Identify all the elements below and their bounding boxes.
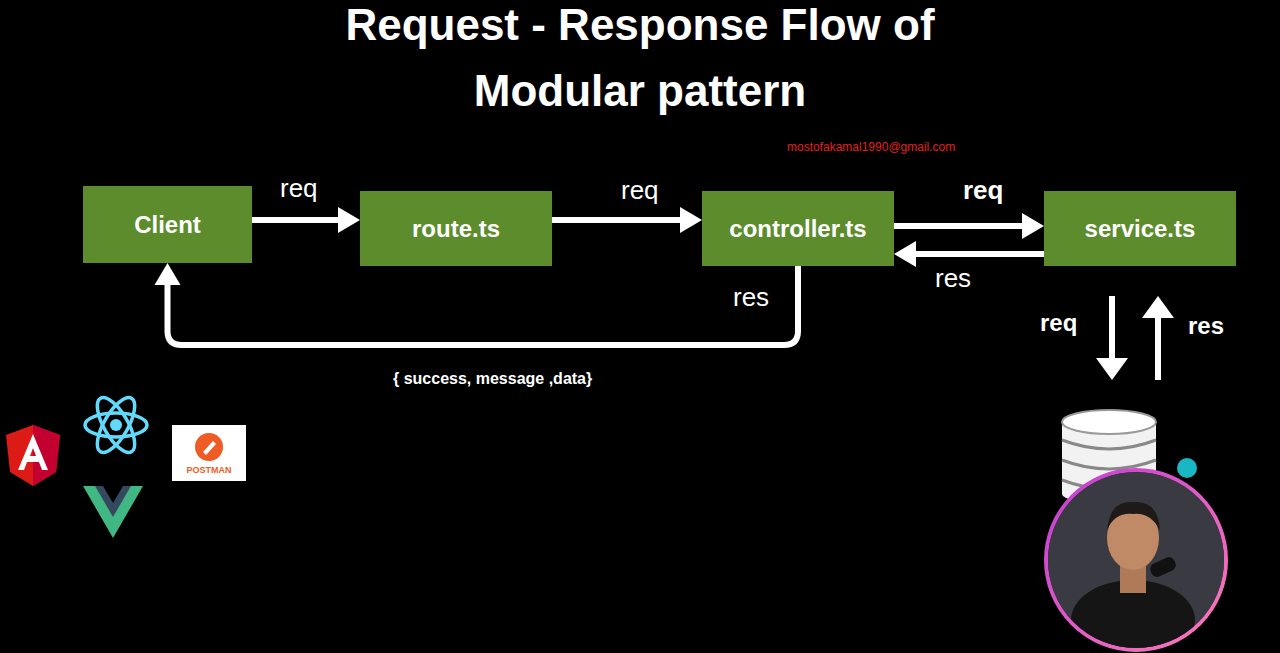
- database-arrows: [1096, 296, 1174, 380]
- arrow-line: [252, 217, 346, 223]
- db-req-head: [1096, 358, 1128, 380]
- arrow-head: [1022, 213, 1044, 239]
- arrow-head: [894, 241, 916, 267]
- react-core: [110, 419, 122, 431]
- react-orbit: [85, 413, 147, 437]
- microphone: [1148, 555, 1177, 579]
- react-orbit: [90, 392, 142, 458]
- angular-letter: [18, 434, 48, 470]
- arrow-head: [338, 207, 360, 233]
- angular-logo: [6, 425, 60, 486]
- arrow-line: [894, 223, 1030, 229]
- arrow-head: [680, 207, 702, 233]
- arrow-line: [908, 251, 1044, 257]
- process-box: controller.ts: [702, 191, 894, 266]
- edge-label: res: [935, 264, 971, 294]
- flow-arrow: [252, 207, 360, 233]
- arrow-line: [552, 217, 688, 223]
- edge-label: res: [733, 283, 769, 313]
- db-res-head: [1142, 296, 1174, 318]
- edge-label: req: [621, 176, 659, 206]
- arrow-line: [168, 266, 799, 345]
- vue-inner: [95, 486, 131, 517]
- diagram-title: Request - Response Flow of Modular patte…: [300, 0, 980, 124]
- db-request-label: req: [1040, 309, 1077, 337]
- logo-text: POSTMAN: [187, 465, 232, 475]
- edge-label: req: [963, 176, 1003, 206]
- flow-arrow: [155, 263, 799, 345]
- db-req-shaft: [1109, 296, 1115, 362]
- box-label: service.ts: [1085, 215, 1196, 243]
- postman-logo: [172, 425, 246, 481]
- presenter-webcam: [1046, 470, 1226, 653]
- flow-arrow: [552, 207, 702, 233]
- box-label: controller.ts: [729, 215, 866, 243]
- postman-circle: [195, 433, 223, 461]
- database-top: [1062, 410, 1156, 434]
- box-label: Client: [134, 211, 201, 239]
- process-box: service.ts: [1044, 191, 1236, 266]
- db-res-shaft: [1155, 314, 1161, 380]
- vue-gap: [103, 486, 123, 503]
- response-shape: { success, message ,data}: [393, 370, 592, 388]
- db-response-label: res: [1188, 312, 1224, 340]
- vue-outer: [83, 486, 143, 538]
- edge-label: req: [280, 174, 318, 204]
- box-label: route.ts: [412, 215, 500, 243]
- watermark-email: mostofakamal1990@gmail.com: [787, 141, 955, 155]
- react-orbit: [90, 392, 142, 458]
- vue-logo: [83, 486, 143, 538]
- database-ring: [1062, 440, 1156, 449]
- postman-tile: [172, 425, 246, 481]
- postman-mark: [203, 441, 216, 455]
- angular-shield: [6, 425, 60, 486]
- database-ring: [1062, 460, 1156, 469]
- process-box: Client: [83, 186, 252, 263]
- accent-dot: [1177, 458, 1197, 478]
- react-logo: [85, 392, 147, 458]
- arrow-head: [155, 263, 181, 285]
- flow-arrow: [894, 213, 1044, 239]
- presenter-hair: [1107, 502, 1160, 530]
- process-box: route.ts: [360, 191, 552, 266]
